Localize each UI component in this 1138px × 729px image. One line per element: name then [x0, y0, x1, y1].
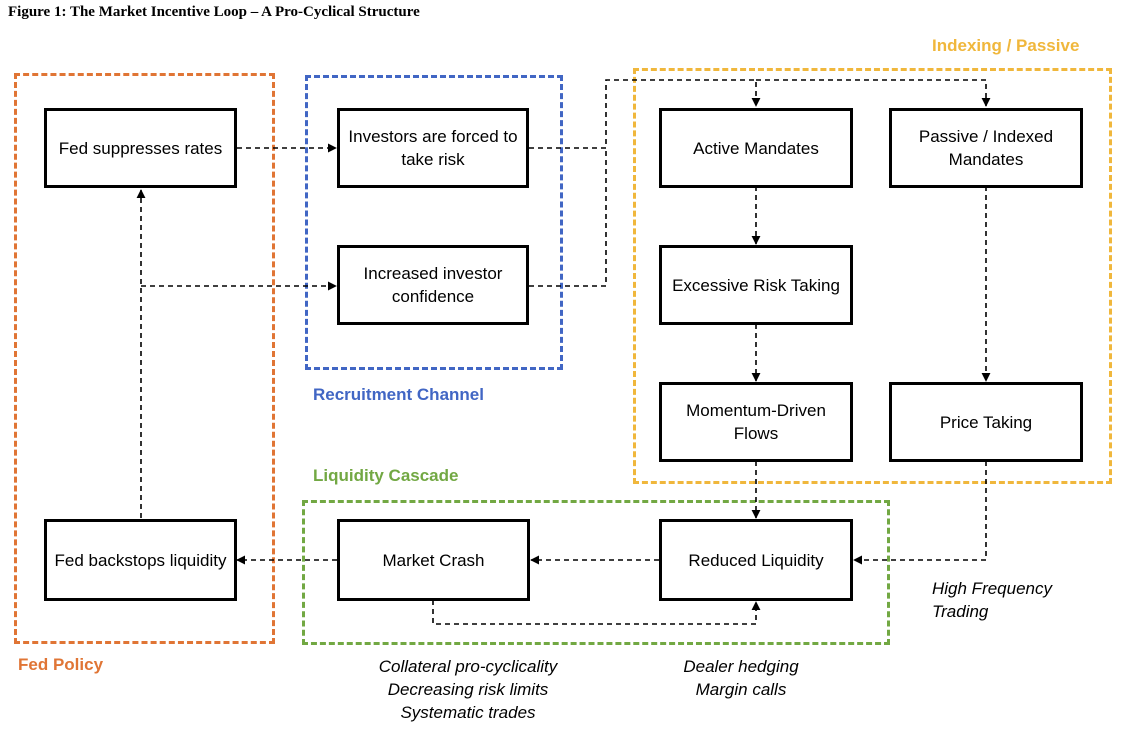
note-crash-loop-drivers: Collateral pro-cyclicality Decreasing ri…	[378, 657, 558, 722]
indexing-passive-group	[633, 68, 1112, 484]
arrow-branch-to-passive	[756, 79, 991, 107]
arrow-investors-to-mandates	[529, 79, 761, 149]
node-passive-indexed-mandates: Passive / Indexed Mandates	[889, 108, 1083, 188]
liquidity-cascade-label: Liquidity Cascade	[313, 466, 459, 485]
node-increased-investor-confidence: Increased investor confidence	[337, 245, 529, 325]
node-fed-backstops-liquidity: Fed backstops liquidity	[44, 519, 237, 601]
liquidity-cascade-group	[302, 500, 890, 645]
fed-policy-label: Fed Policy	[18, 655, 104, 674]
arrow-price-to-liquidity	[853, 461, 987, 565]
node-reduced-liquidity: Reduced Liquidity	[659, 519, 853, 601]
arrow-confidence-to-mandates	[529, 148, 607, 287]
node-excessive-risk-taking: Excessive Risk Taking	[659, 245, 853, 325]
node-fed-suppresses-rates: Fed suppresses rates	[44, 108, 237, 188]
node-active-mandates: Active Mandates	[659, 108, 853, 188]
indexing-passive-label: Indexing / Passive	[932, 36, 1080, 55]
node-price-taking: Price Taking	[889, 382, 1083, 462]
node-investors-forced-risk: Investors are forced to take risk	[337, 108, 529, 188]
arrow-crash-loop-to-liquidity	[432, 600, 761, 625]
recruitment-channel-group	[305, 75, 563, 370]
recruitment-channel-label: Recruitment Channel	[313, 385, 484, 404]
figure-title: Figure 1: The Market Incentive Loop – A …	[8, 4, 420, 20]
note-dealer-hedging: Dealer hedging Margin calls	[683, 657, 799, 699]
note-high-frequency-trading: High Frequency Trading	[932, 579, 1053, 621]
fed-policy-group	[14, 73, 275, 644]
node-momentum-driven-flows: Momentum-Driven Flows	[659, 382, 853, 462]
node-market-crash: Market Crash	[337, 519, 530, 601]
